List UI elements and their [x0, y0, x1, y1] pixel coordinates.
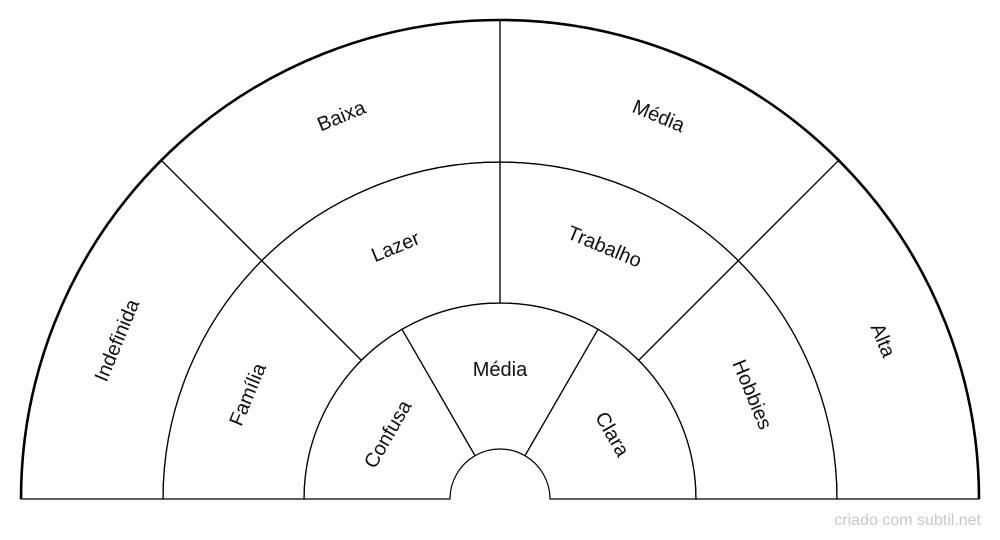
label-outer-2: Média — [629, 96, 689, 138]
segment-outer-3 — [737, 159, 980, 500]
segment-inner-2 — [524, 328, 697, 500]
label-middle-1: Lazer — [368, 227, 423, 267]
diagram-shapes — [19, 18, 981, 500]
label-outer-3: Alta — [866, 320, 900, 361]
label-outer-0: Indefinida — [91, 295, 145, 384]
credit-text[interactable]: criado com subtil.net — [834, 512, 981, 529]
label-outer-1: Baixa — [314, 96, 369, 136]
segment-inner-1 — [401, 302, 599, 457]
outer-arc — [19, 18, 981, 500]
segment-outer-0 — [20, 159, 263, 500]
label-middle-3: Hobbies — [728, 357, 776, 433]
label-inner-1: Média — [473, 359, 528, 381]
label-middle-0: Família — [226, 359, 272, 429]
segment-inner-0 — [303, 328, 476, 500]
label-middle-2: Trabalho — [564, 222, 645, 272]
label-inner-0: Confusa — [360, 396, 417, 472]
segment-outer-2 — [499, 19, 840, 262]
segment-outer-1 — [160, 19, 501, 262]
label-inner-2: Clara — [590, 408, 633, 461]
